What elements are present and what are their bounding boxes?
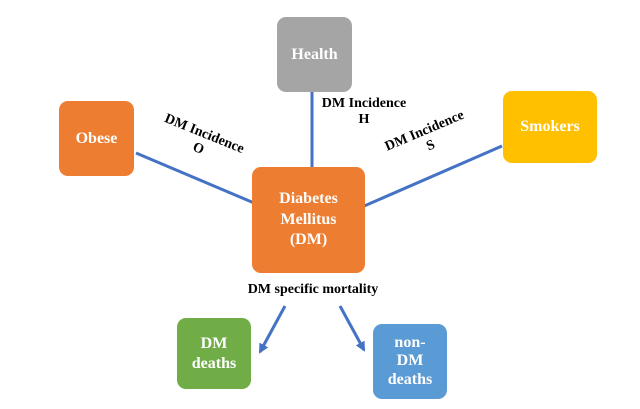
arrow-smokers-to-dm xyxy=(353,144,503,212)
arrow-dm-to-dm-deaths xyxy=(258,305,287,354)
node-health: Health xyxy=(277,17,352,92)
label-dm-specific-mortality: DM specific mortality xyxy=(247,282,379,297)
arrow-dm-to-non-dm-deaths xyxy=(338,305,366,352)
arrow-obese-to-dm xyxy=(135,151,268,210)
node-dm-deaths: DM deaths xyxy=(177,318,251,389)
label-dm-incidence-h: DM Incidence H xyxy=(321,96,407,128)
node-diabetes-mellitus: Diabetes Mellitus (DM) xyxy=(252,167,365,273)
node-smokers: Smokers xyxy=(503,91,597,163)
node-obese: Obese xyxy=(59,101,134,176)
node-non-dm-deaths: non- DM deaths xyxy=(373,324,447,399)
